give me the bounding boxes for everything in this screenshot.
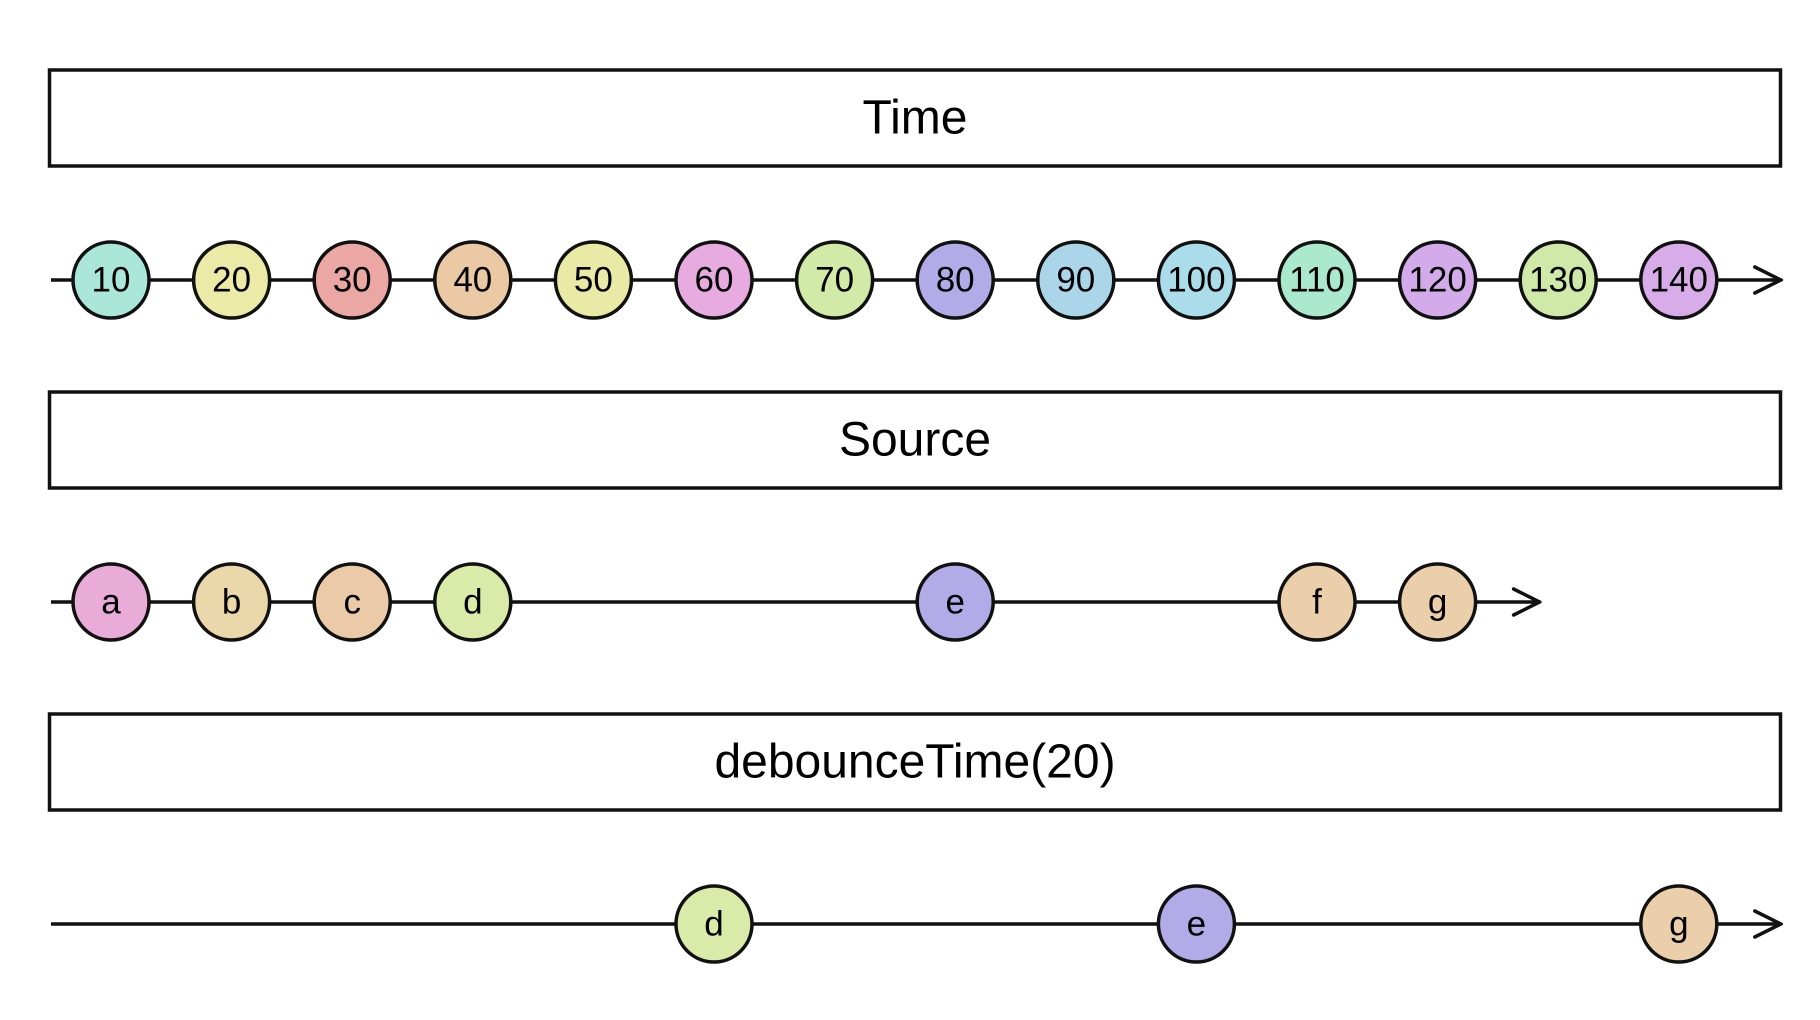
marble: 140: [1639, 240, 1719, 320]
marble: 90: [1036, 240, 1116, 320]
marble-label: 90: [1056, 261, 1095, 300]
marble-circle: [1277, 562, 1357, 642]
marble-circle: [1639, 240, 1719, 320]
marble-label: 80: [936, 261, 975, 300]
marble: 10: [71, 240, 151, 320]
marble-circle: [312, 562, 392, 642]
marble-circle: [1036, 240, 1116, 320]
marble: b: [191, 562, 272, 642]
operator-box-title: debounceTime(20): [714, 736, 1115, 789]
operator-box-title: Source: [839, 414, 991, 467]
marble-circle: [433, 240, 513, 320]
marble-circle: [1156, 884, 1237, 964]
marble-label: 100: [1167, 261, 1225, 300]
marble-circle: [915, 240, 995, 320]
marble-circle: [1156, 240, 1237, 320]
marble-label: d: [463, 583, 482, 622]
operator-box-debounce: debounceTime(20): [47, 712, 1783, 812]
marble-label: 10: [92, 261, 131, 300]
marble-label: 140: [1650, 261, 1708, 300]
marble: 20: [191, 240, 272, 320]
marble-circle: [674, 884, 754, 964]
marble: c: [312, 562, 392, 642]
marble-circle: [915, 562, 995, 642]
marble: 100: [1156, 240, 1237, 320]
marble-circle: [1397, 240, 1478, 320]
marble-label: f: [1312, 583, 1322, 622]
operator-box-time: Time: [47, 68, 1783, 168]
marble-circle: [191, 240, 272, 320]
marble-label: 120: [1408, 261, 1466, 300]
marble-label: b: [222, 583, 241, 622]
marble-label: 20: [212, 261, 251, 300]
marble: 70: [794, 240, 875, 320]
marble-circle: [1277, 240, 1357, 320]
marble: 60: [674, 240, 754, 320]
marble: d: [674, 884, 754, 964]
marble-label: 130: [1529, 261, 1587, 300]
marble: d: [433, 562, 513, 642]
marble-circle: [71, 562, 151, 642]
operator-box-source: Source: [47, 390, 1783, 490]
marble-label: e: [945, 583, 964, 622]
marble: 40: [433, 240, 513, 320]
marble-circle: [191, 562, 272, 642]
time-timeline: 10 20 30 40 50 60 70 80 90 100 110 120 130 140: [51, 240, 1781, 320]
marble: g: [1397, 562, 1478, 642]
marble-label: g: [1428, 583, 1447, 622]
marble: 80: [915, 240, 995, 320]
marble-circle: [1518, 240, 1598, 320]
operator-box-title: Time: [863, 92, 968, 145]
marble: f: [1277, 562, 1357, 642]
marble-label: c: [343, 583, 361, 622]
marble: 110: [1277, 240, 1357, 320]
marble: e: [1156, 884, 1237, 964]
marble-label: g: [1669, 905, 1688, 944]
marble: 120: [1397, 240, 1478, 320]
source-timeline: a b c d e f g: [51, 562, 1540, 642]
marble-label: 110: [1289, 261, 1345, 300]
marble: a: [71, 562, 151, 642]
marble: g: [1639, 884, 1719, 964]
marble-circle: [794, 240, 875, 320]
marble-label: a: [101, 583, 121, 622]
marble: 50: [553, 240, 634, 320]
marble: 130: [1518, 240, 1598, 320]
marble: e: [915, 562, 995, 642]
marble-label: 70: [815, 261, 854, 300]
marble-label: 60: [695, 261, 734, 300]
marble-circle: [553, 240, 634, 320]
marble-label: d: [704, 905, 723, 944]
marble-circle: [674, 240, 754, 320]
marble-circle: [312, 240, 392, 320]
marble: 30: [312, 240, 392, 320]
marble-circle: [71, 240, 151, 320]
marble-label: 30: [333, 261, 372, 300]
marble-circle: [1639, 884, 1719, 964]
marble-label: e: [1187, 905, 1206, 944]
marble-label: 50: [574, 261, 613, 300]
marble-circle: [1397, 562, 1478, 642]
marble-label: 40: [453, 261, 492, 300]
marble-circle: [433, 562, 513, 642]
